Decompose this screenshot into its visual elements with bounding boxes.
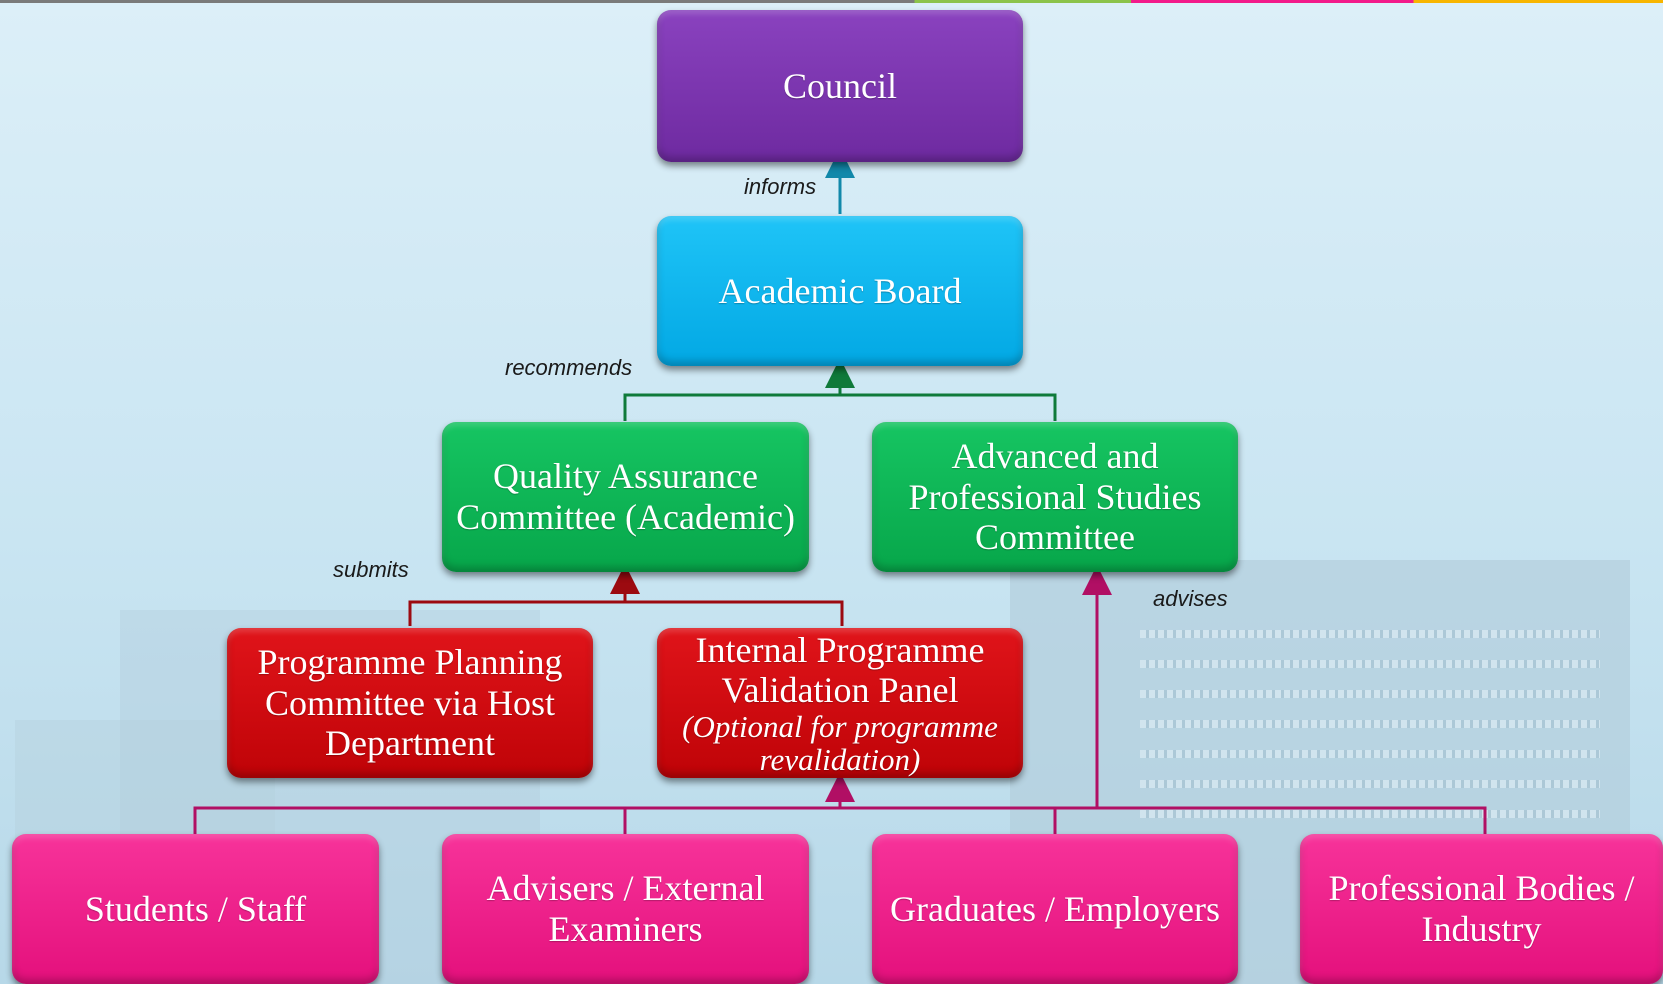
node-students-label: Students / Staff bbox=[84, 888, 307, 929]
label-advises: advises bbox=[1153, 586, 1228, 611]
node-graduates-label: Graduates / Employers bbox=[890, 888, 1220, 929]
label-submits: submits bbox=[333, 557, 409, 582]
node-quality-assurance-committee: Quality Assurance Committee (Academic) bbox=[442, 422, 809, 572]
node-advisers-line2: Examiners bbox=[548, 909, 703, 949]
node-academic-board-label: Academic Board bbox=[718, 270, 962, 311]
node-ipvp-line2: Validation Panel bbox=[721, 670, 959, 711]
node-internal-programme-validation-panel: Internal Programme Validation Panel (Opt… bbox=[657, 628, 1023, 778]
node-ppc-line1: Programme Planning bbox=[257, 641, 563, 682]
node-ipvp-note-line2: revalidation) bbox=[759, 741, 921, 777]
node-professional-line1: Professional Bodies / bbox=[1328, 868, 1635, 909]
node-apsc-line3: Committee bbox=[975, 517, 1135, 558]
node-qac-line2: Committee (Academic) bbox=[456, 497, 795, 537]
node-programme-planning-committee: Programme Planning Committee via Host De… bbox=[227, 628, 593, 778]
node-ipvp-note-line1: (Optional for programme bbox=[682, 709, 998, 745]
top-color-strip bbox=[0, 0, 1663, 3]
node-professional-line2: Industry bbox=[1421, 909, 1542, 949]
edge-advises bbox=[193, 565, 1487, 834]
node-professional-bodies-industry: Professional Bodies / Industry bbox=[1300, 834, 1663, 984]
node-students-staff: Students / Staff bbox=[12, 834, 379, 984]
node-ppc-line3: Department bbox=[325, 723, 495, 764]
node-council-label: Council bbox=[783, 65, 897, 106]
node-qac-line1: Quality Assurance bbox=[493, 456, 758, 497]
node-graduates-employers: Graduates / Employers bbox=[872, 834, 1238, 984]
node-ipvp-line1: Internal Programme bbox=[695, 629, 985, 670]
node-advisers-external-examiners: Advisers / External Examiners bbox=[442, 834, 809, 984]
node-apsc-line2: Professional Studies bbox=[908, 476, 1202, 517]
edge-recommends bbox=[623, 358, 1057, 421]
edge-submits bbox=[408, 564, 844, 626]
node-academic-board: Academic Board bbox=[657, 216, 1023, 366]
node-ppc-line2: Committee via Host bbox=[265, 682, 555, 723]
node-advisers-line1: Advisers / External bbox=[486, 868, 765, 909]
label-informs: informs bbox=[744, 174, 817, 199]
label-recommends: recommends bbox=[505, 355, 633, 380]
node-advanced-professional-studies-committee: Advanced and Professional Studies Commit… bbox=[872, 422, 1238, 572]
node-apsc-line1: Advanced and bbox=[951, 435, 1159, 476]
node-council: Council bbox=[657, 10, 1023, 162]
